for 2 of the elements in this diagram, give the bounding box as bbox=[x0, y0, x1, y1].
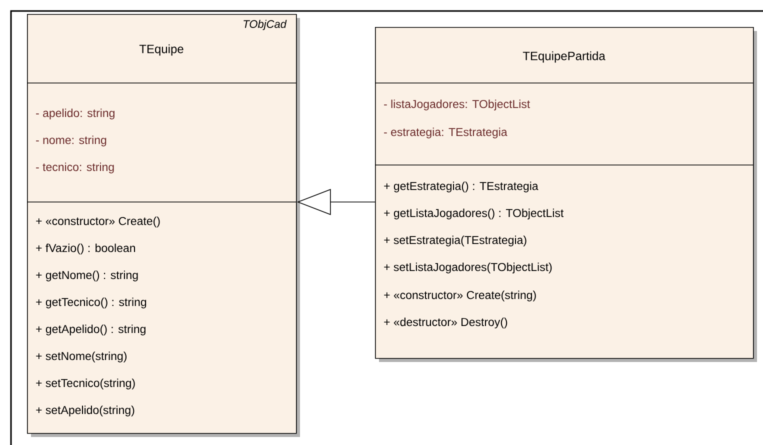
class-box: TObjCad TEquipe - apelido: string - nome: string - tecnico: string + «constructor» Create() + fVazio() : boolean + getNome() : string + getTecnico() : string + getApelido() : string + setNome(string) + setTecnico(string) + setApelido(string) bbox=[26, 14, 300, 437]
class-box: TEquipePartida - listaJogadores: TObjectList - estrategia: TEstrategia + getEstrategia() : TEstrategia + getListaJogadores() : TObjectList + setEstrategia(TEstrategia) + setListaJogadores(TObjectList) + «constructor» Create(string) + «destructor» Destroy() bbox=[374, 27, 757, 362]
